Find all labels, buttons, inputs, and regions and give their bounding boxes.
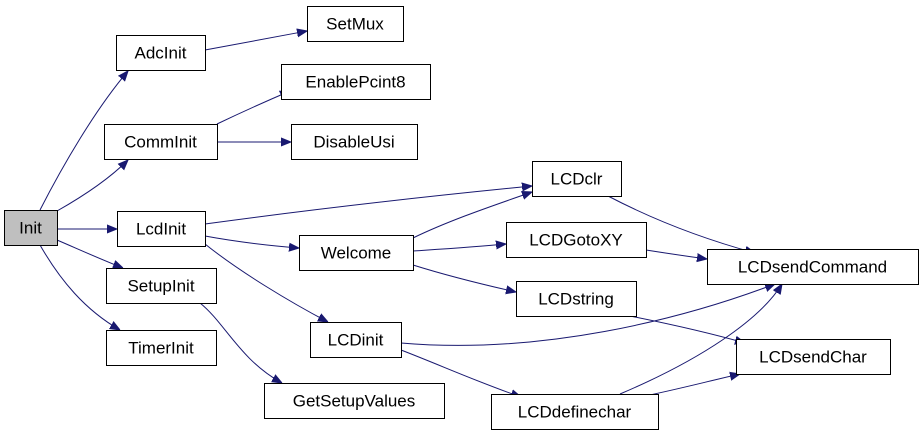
edge-lcddefinechar-to-lcdsendcommand xyxy=(619,284,782,395)
edge-line xyxy=(199,302,282,383)
edge-line xyxy=(607,195,755,253)
edge-line xyxy=(412,192,532,239)
node-lcdinit2[interactable]: LCDinit xyxy=(310,322,402,358)
edge-init-to-timerinit xyxy=(39,244,120,330)
node-timerinit[interactable]: TimerInit xyxy=(106,330,217,366)
node-box xyxy=(307,6,404,42)
node-label: Welcome xyxy=(321,244,392,263)
node-comminit[interactable]: CommInit xyxy=(104,124,218,160)
edge-lcdinit-to-lcdinit2 xyxy=(204,243,328,322)
edge-init-to-adcinit xyxy=(39,71,128,211)
node-label: SetupInit xyxy=(127,277,194,296)
node-getsetupvalues[interactable]: GetSetupValues xyxy=(264,383,445,419)
node-init[interactable]: Init xyxy=(4,210,58,246)
node-label: LCDstring xyxy=(538,290,614,309)
edge-line xyxy=(639,374,740,398)
node-box xyxy=(264,383,445,419)
edge-line xyxy=(400,284,775,346)
node-label: LcdInit xyxy=(136,220,186,239)
node-label: SetMux xyxy=(326,15,384,34)
node-label: EnablePcint8 xyxy=(305,73,405,92)
edge-line xyxy=(56,239,123,268)
node-lcdstring[interactable]: LCDstring xyxy=(516,281,637,317)
node-lcdsendchar[interactable]: LCDsendChar xyxy=(736,339,891,375)
node-box xyxy=(106,268,217,304)
node-box xyxy=(104,124,218,160)
node-box xyxy=(117,211,206,247)
node-box xyxy=(291,124,418,160)
node-box xyxy=(707,249,919,285)
edge-line xyxy=(56,160,128,212)
node-box xyxy=(310,322,402,358)
node-box xyxy=(4,210,58,246)
node-box xyxy=(516,281,637,317)
edge-setupinit-to-getsetupvalues xyxy=(199,302,282,383)
edge-line xyxy=(619,284,782,395)
edge-lcdgotoxy-to-lcdsendcommand xyxy=(645,249,707,259)
edge-lcdinit-to-welcome xyxy=(204,235,299,248)
node-lcdclr[interactable]: LCDclr xyxy=(532,161,622,197)
node-box xyxy=(281,64,431,100)
edge-lcdinit2-to-lcdsendcommand xyxy=(400,284,775,346)
edge-line xyxy=(204,31,307,51)
edge-comminit-to-enablepcint8 xyxy=(216,91,290,125)
edge-line xyxy=(204,235,299,248)
node-disableusi[interactable]: DisableUsi xyxy=(291,124,418,160)
edge-line xyxy=(412,244,506,252)
edge-lcdstring-to-lcdsendchar xyxy=(629,315,745,343)
edge-adcinit-to-setmux xyxy=(204,31,307,51)
edge-line xyxy=(204,186,532,225)
node-label: LCDsendChar xyxy=(759,348,867,367)
node-box xyxy=(491,394,659,430)
edges-layer xyxy=(39,31,782,398)
edge-welcome-to-lcdgotoxy xyxy=(412,244,506,252)
edge-lcdinit2-to-lcddefinechar xyxy=(400,349,521,397)
node-label: LCDinit xyxy=(328,331,384,350)
node-lcddefinechar[interactable]: LCDdefinechar xyxy=(491,394,659,430)
node-welcome[interactable]: Welcome xyxy=(299,235,414,271)
node-box xyxy=(532,161,622,197)
node-lcdsendcommand[interactable]: LCDsendCommand xyxy=(707,249,919,285)
edge-line xyxy=(39,71,128,211)
node-lcdinit[interactable]: LcdInit xyxy=(117,211,206,247)
node-box xyxy=(106,330,217,366)
edge-init-to-comminit xyxy=(56,160,128,212)
edge-line xyxy=(216,91,290,125)
edge-line xyxy=(400,349,521,397)
node-label: CommInit xyxy=(124,133,197,152)
node-box xyxy=(299,235,414,271)
node-label: LCDdefinechar xyxy=(518,403,632,422)
node-label: Init xyxy=(19,219,42,238)
node-label: LCDclr xyxy=(551,170,603,189)
edge-welcome-to-lcdstring xyxy=(412,264,516,292)
node-label: LCDsendCommand xyxy=(738,258,887,277)
node-box xyxy=(736,339,891,375)
node-lcdgotoxy[interactable]: LCDGotoXY xyxy=(506,222,647,258)
edge-lcdinit-to-lcdclr xyxy=(204,186,532,225)
edge-welcome-to-lcdclr xyxy=(412,192,532,239)
node-label: TimerInit xyxy=(128,339,194,358)
node-label: LCDGotoXY xyxy=(529,231,623,250)
node-enablepcint8[interactable]: EnablePcint8 xyxy=(281,64,431,100)
edge-line xyxy=(412,264,516,292)
edge-init-to-setupinit xyxy=(56,239,123,268)
node-label: DisableUsi xyxy=(313,133,394,152)
node-setmux[interactable]: SetMux xyxy=(307,6,404,42)
node-label: AdcInit xyxy=(135,44,187,63)
node-box xyxy=(116,35,206,71)
edge-line xyxy=(629,315,745,343)
node-adcinit[interactable]: AdcInit xyxy=(116,35,206,71)
node-setupinit[interactable]: SetupInit xyxy=(106,268,217,304)
edge-lcddefinechar-to-lcdsendchar xyxy=(639,374,740,398)
node-label: GetSetupValues xyxy=(293,392,416,411)
node-box xyxy=(506,222,647,258)
edge-lcdclr-to-lcdsendcommand xyxy=(607,195,755,253)
edge-line xyxy=(39,244,120,330)
edge-line xyxy=(204,243,328,322)
edge-line xyxy=(645,249,707,259)
